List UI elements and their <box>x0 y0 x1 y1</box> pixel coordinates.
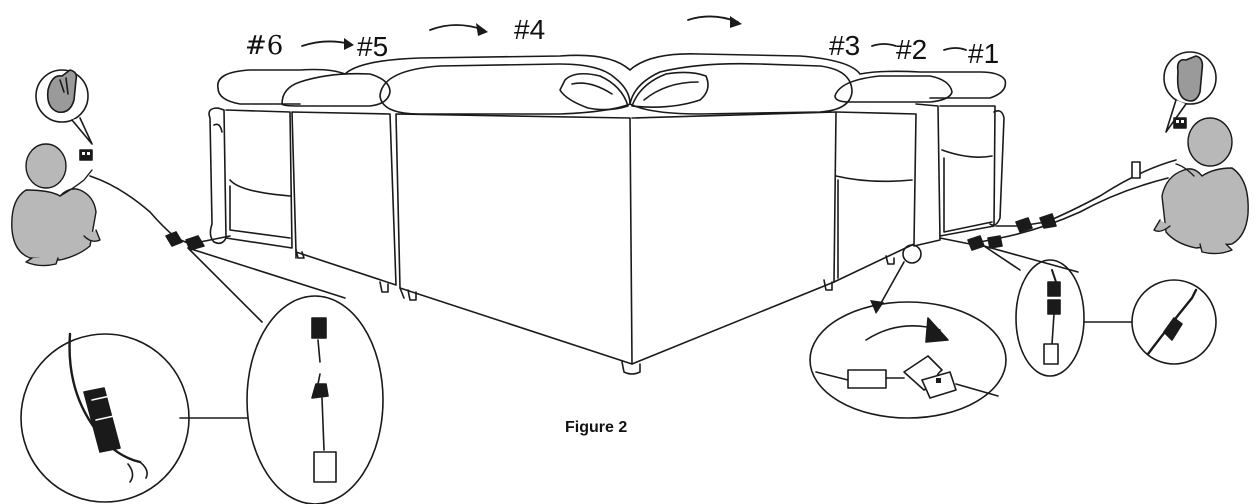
section-label-1: #1 <box>968 38 1000 69</box>
power-plug-icon <box>1015 213 1057 233</box>
section-label-4: #4 <box>514 14 546 45</box>
detail-callouts <box>20 244 1217 504</box>
section-label-3: #3 <box>829 30 861 61</box>
power-plug-icon <box>165 231 205 251</box>
figure-caption: Figure 2 <box>565 419 628 436</box>
arrow-5-to-4-head <box>476 23 488 36</box>
section-order-arrows <box>301 15 967 51</box>
section-label-2: #2 <box>896 34 928 65</box>
hand-pressing-icon <box>1163 51 1217 133</box>
arrow-2-to-1 <box>943 47 967 51</box>
crouching-person-icon <box>11 143 101 267</box>
section-label-5: #5 <box>357 31 389 62</box>
arrow-3-to-2 <box>871 43 897 47</box>
section-label-6: #6 <box>245 31 284 61</box>
arrow-6-to-5-head <box>344 38 354 50</box>
hand-pressing-icon <box>35 69 93 145</box>
arrow-4-to-3-head <box>730 16 742 28</box>
power-cord-left <box>89 175 231 245</box>
wall-outlet-icon <box>79 149 93 161</box>
crouching-person-icon <box>1153 117 1249 255</box>
power-cord-right <box>995 159 1177 227</box>
arrow-5-to-4 <box>429 24 485 31</box>
wall-outlet-icon <box>1173 117 1187 129</box>
sectional-sofa <box>208 53 1007 375</box>
arrow-6-to-5 <box>301 40 351 47</box>
